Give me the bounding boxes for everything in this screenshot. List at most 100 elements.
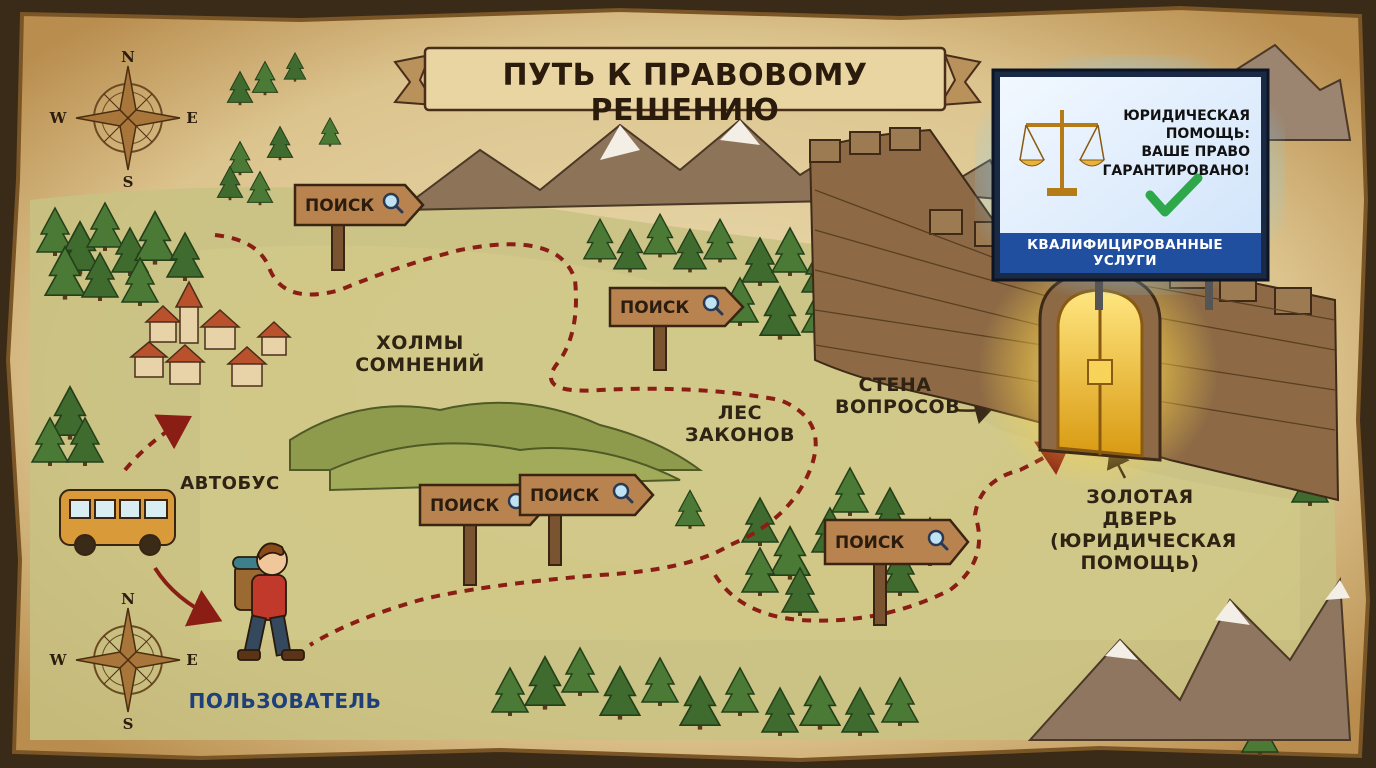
tree (770, 226, 810, 276)
compass-letter-s: S (123, 173, 134, 191)
map-title: ПУТЬ К ПРАВОВОМУ РЕШЕНИЮ (502, 58, 868, 128)
tree (798, 675, 842, 730)
label-golden-door: ЗОЛОТАЯ ДВЕРЬ (ЮРИДИЧЕСКАЯ ПОМОЩЬ) (1050, 486, 1237, 574)
tree (702, 217, 738, 263)
bus-to-user-arrow (153, 566, 223, 627)
label-hills-of-doubt: ХОЛМЫ СОМНЕНИЙ (350, 332, 490, 377)
user-hiker (232, 542, 305, 661)
tree (880, 676, 920, 726)
bus (59, 489, 176, 556)
label-forest-of-laws: ЛЕС ЗАКОНОВ (680, 402, 800, 447)
sign-2: ПОИСК (608, 286, 745, 371)
scales-icon (1018, 110, 1106, 196)
tree (760, 686, 800, 736)
sign-label: ПОИСК (430, 496, 499, 516)
billboard-headline-line-2: ВАШЕ ПРАВО (1141, 144, 1250, 161)
billboard-headline-line-1: ЮРИДИЧЕСКАЯ ПОМОЩЬ: (1123, 108, 1250, 143)
tree (48, 385, 92, 440)
mountains-foreground (1027, 576, 1352, 741)
tree (768, 525, 812, 580)
tree (642, 212, 678, 258)
tree (246, 170, 274, 206)
tree (740, 546, 780, 596)
journey-path-2 (713, 440, 1072, 623)
compass-letter-s: S (123, 715, 134, 733)
label-wall-line-1: СТЕНА (858, 374, 932, 396)
tree (216, 165, 244, 201)
label-hills-line-1: ХОЛМЫ (376, 332, 464, 354)
tree (251, 60, 279, 96)
label-hills-line-2: СОМНЕНИЙ (355, 353, 485, 376)
tree (830, 466, 870, 516)
sign-label: ПОИСК (305, 196, 374, 216)
tree (133, 210, 177, 265)
tree (490, 666, 530, 716)
bus-path (123, 414, 192, 472)
compass-letter-e: E (186, 651, 197, 669)
sign-1: ПОИСК (293, 183, 425, 271)
billboard-footer: КВАЛИФИЦИРОВАННЫЕ УСЛУГИ (1027, 237, 1223, 269)
tree (740, 236, 780, 286)
tree (226, 70, 254, 106)
tree (674, 489, 706, 529)
tree (283, 51, 307, 82)
sign-label: ПОИСК (835, 533, 904, 553)
compass-letter-n: N (121, 48, 135, 66)
journey-path (214, 233, 818, 647)
billboard-footer-bar (1000, 233, 1261, 273)
sign-label: ПОИСК (530, 486, 599, 506)
billboard (975, 55, 1285, 310)
label-wall-line-2: ВОПРОСОВ (835, 395, 961, 418)
label-bus: АВТОБУС (180, 473, 280, 494)
tree (678, 675, 722, 730)
tree (30, 416, 70, 466)
tree (85, 201, 125, 251)
tree (612, 227, 648, 273)
tree (43, 245, 87, 300)
signposts: ПОИСК ПОИСК ПОИСК ПОИСК ПОИСК (293, 183, 970, 626)
tree (165, 231, 205, 281)
tree (226, 140, 254, 176)
label-forest-line-1: ЛЕС (717, 402, 763, 424)
tree (65, 416, 105, 466)
compass-letter-w: W (49, 109, 68, 127)
tree (266, 125, 294, 161)
tree (640, 656, 680, 706)
tree (523, 655, 567, 710)
label-door-line-2: (ЮРИДИЧЕСКАЯ (1050, 529, 1237, 552)
label-wall-of-questions: СТЕНА ВОПРОСОВ (835, 374, 961, 419)
magnifier-icon (702, 294, 724, 316)
tree (582, 217, 618, 263)
checkmark-icon (1145, 173, 1203, 217)
title-banner (393, 46, 982, 112)
tree (80, 251, 120, 301)
sign-5: ПОИСК (823, 518, 970, 626)
tree (780, 566, 820, 616)
sign-4: ПОИСК (518, 473, 655, 566)
compass-letter-w: W (49, 651, 68, 669)
label-door-line-3: ПОМОЩЬ) (1080, 551, 1200, 574)
village (128, 280, 292, 387)
label-door-line-1: ЗОЛОТАЯ ДВЕРЬ (1086, 486, 1194, 530)
billboard-headline: ЮРИДИЧЕСКАЯ ПОМОЩЬ: ВАШЕ ПРАВО ГАРАНТИРО… (1070, 107, 1250, 180)
magnifier-icon (927, 529, 949, 551)
golden-door (1038, 270, 1162, 462)
sign-label: ПОИСК (620, 298, 689, 318)
tree (720, 666, 760, 716)
label-user: ПОЛЬЗОВАТЕЛЬ (188, 689, 382, 713)
tree (758, 285, 802, 340)
tree (740, 496, 780, 546)
tree (35, 206, 75, 256)
tree (560, 646, 600, 696)
sign-3: ПОИСК (418, 483, 550, 586)
tree (318, 116, 342, 147)
magnifier-icon (382, 192, 404, 214)
tree (120, 256, 160, 306)
tree (598, 665, 642, 720)
billboard-headline-line-3: ГАРАНТИРОВАНО! (1102, 162, 1250, 179)
tree (672, 227, 708, 273)
tree (840, 686, 880, 736)
